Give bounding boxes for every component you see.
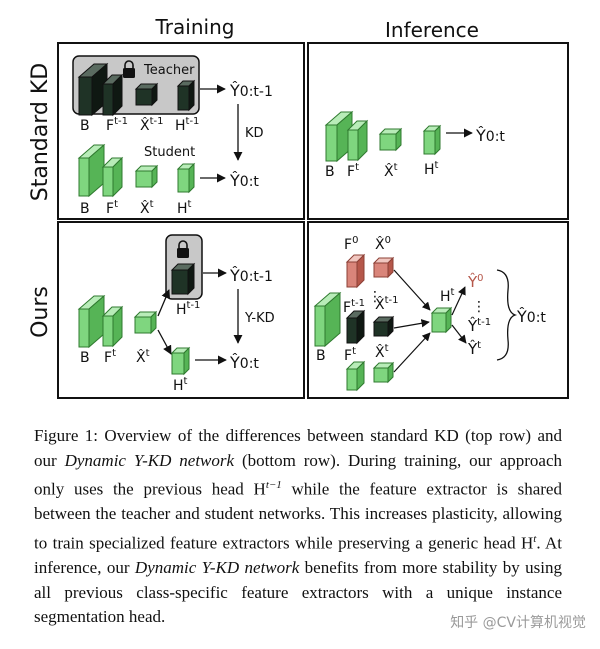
training-header: Training: [155, 15, 235, 39]
ours-B-label: B: [80, 350, 90, 366]
inf-ours-F0-block: [345, 253, 366, 289]
inf-ours-Ytm1-label: Ŷt-1: [467, 316, 491, 335]
teacher-F-label: Ft-1: [106, 116, 128, 134]
ours-student-output-label: Ŷ0:t: [229, 353, 259, 372]
inf-ours-Xt-label: X̂t: [375, 343, 389, 361]
inf-std-F-block: [346, 119, 369, 162]
inf-ours-Ft-label: Ft: [344, 346, 356, 364]
teacher-output-label: Ŷ0:t-1: [229, 81, 273, 100]
caption-text-3: while the feature extractor is shared be…: [34, 479, 562, 553]
ours-student-H-block: [170, 346, 191, 376]
inf-ours-Yt-label: Ŷt: [467, 339, 481, 358]
ours-to-student-head-arrow: [157, 329, 172, 355]
student-label: Student: [144, 145, 195, 160]
inf-ours-Y0-label: Ŷ0: [467, 272, 484, 291]
inf-ours-arrow-to-Y0: [451, 286, 466, 316]
teacher-H-label: Ht-1: [175, 116, 199, 134]
caption-text-1: Overview of the differences between stan…: [34, 426, 563, 470]
inf-ours-arrow-to-Yt: [451, 324, 467, 344]
inf-ours-X0-label: X̂0: [375, 235, 391, 253]
ours-F-label: Ft: [104, 348, 116, 366]
teacher-X-block: [134, 82, 159, 107]
inf-std-X-block: [378, 127, 403, 152]
overview-figure: Training Inference Standard KD Ours Teac…: [28, 15, 569, 399]
inf-ours-Xtm1-block: [372, 315, 395, 338]
inf-ours-Ft-block: [345, 360, 366, 392]
panel-ours-inference: [307, 221, 569, 399]
inf-ours-B-block: [313, 291, 342, 348]
inf-std-B-label: B: [325, 164, 335, 180]
student-F-label: Ft: [106, 199, 118, 217]
teacher-B-label: B: [80, 118, 90, 134]
ours-row-label: Ours: [28, 286, 53, 338]
caption-emphasis-2: Dynamic Y-KD network: [134, 558, 300, 578]
inf-ours-dots-left: ⋮: [368, 289, 382, 305]
teacher-H-block: [176, 79, 196, 112]
inf-ours-Ftm1-label: Ft-1: [343, 298, 365, 316]
inf-ours-B-label: B: [316, 348, 326, 364]
inf-std-B-block: [324, 110, 354, 163]
inf-ours-H-block: [430, 306, 453, 334]
student-B-label: B: [80, 201, 90, 217]
inf-ours-dots-right: ⋮: [472, 299, 486, 315]
lock-icon: [123, 60, 135, 78]
inf-ours-F0-label: F0: [344, 235, 358, 253]
ours-F-block: [101, 305, 124, 348]
inf-std-X-label: X̂t: [384, 162, 398, 180]
ours-B-block: [77, 294, 106, 349]
caption-emphasis-1: Dynamic Y-KD network: [64, 450, 235, 470]
caption-text-2: (bottom row). During training, our appro…: [34, 450, 562, 499]
inf-std-output-label: Ŷ0:t: [475, 126, 505, 145]
ours-lock-icon: [177, 240, 189, 258]
inf-ours-arrow-from-Xt: [393, 332, 431, 373]
ours-to-teacher-head-arrow: [157, 289, 170, 317]
student-output-label: Ŷ0:t: [229, 171, 259, 190]
inf-ours-arrow-from-X0: [393, 269, 431, 311]
inf-ours-Ftm1-block: [345, 309, 366, 345]
teacher-label: Teacher: [143, 63, 195, 78]
caption-superscript-2: t: [533, 533, 537, 546]
y-kd-label: Y-KD: [244, 311, 275, 326]
inf-ours-Xt-block: [372, 361, 395, 384]
panel-standard-training: [57, 42, 305, 220]
student-H-label: Ht: [177, 199, 192, 217]
ours-teacher-H-block: [170, 262, 196, 296]
student-B-block: [77, 143, 106, 198]
inf-std-F-label: Ft: [347, 162, 359, 180]
ours-X-label: X̂t: [136, 348, 150, 366]
ours-X-block: [133, 310, 158, 335]
teacher-X-label: X̂t-1: [140, 116, 164, 134]
inf-ours-Xtm1-label: X̂t-1: [375, 295, 399, 313]
caption-superscript-1: t−1: [265, 479, 282, 492]
ours-teacher-H-label: Ht-1: [176, 300, 200, 318]
inf-ours-H-label: Ht: [440, 287, 455, 305]
teacher-F-block: [101, 73, 124, 117]
kd-label: KD: [245, 126, 264, 141]
caption-text-5: benefits from more stability by using al…: [34, 558, 563, 627]
inf-std-H-block: [422, 124, 442, 156]
inf-std-H-label: Ht: [424, 160, 439, 178]
inf-ours-arrow-from-Xtm1: [393, 319, 430, 329]
ours-student-H-label: Ht: [173, 376, 188, 394]
caption-label: Figure 1:: [34, 426, 99, 445]
standard-kd-row-label: Standard KD: [28, 63, 53, 201]
inf-ours-X0-block: [372, 256, 395, 279]
inference-header: Inference: [385, 18, 479, 42]
panel-standard-inference: [307, 42, 569, 220]
inf-ours-output-label: Ŷ0:t: [516, 307, 546, 326]
student-X-block: [134, 164, 159, 189]
inf-ours-brace: [496, 269, 518, 361]
figure-caption: Figure 1: Overview of the differences be…: [34, 424, 562, 630]
student-F-block: [101, 156, 124, 198]
ours-teacher-output-label: Ŷ0:t-1: [229, 266, 273, 285]
panel-ours-training: [57, 221, 305, 399]
student-X-label: X̂t: [140, 199, 154, 217]
caption-text-4: . At inference, our: [34, 533, 563, 578]
student-H-block: [176, 162, 196, 194]
watermark: 知乎 @CV计算机视觉: [450, 615, 586, 631]
